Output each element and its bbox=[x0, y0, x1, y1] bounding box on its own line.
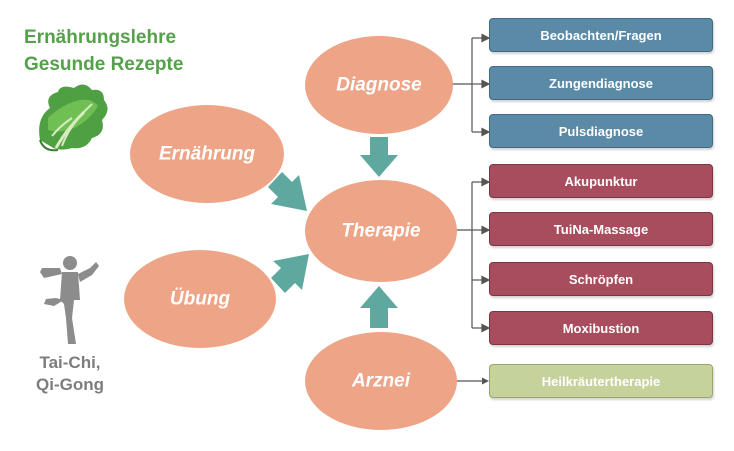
caption-qi-gong: Qi-Gong bbox=[36, 375, 104, 394]
ellipse-diagnose: Diagnose bbox=[305, 36, 453, 134]
tai-chi-figure-icon bbox=[40, 256, 99, 344]
ellipse-ernaehrung: Ernährung bbox=[130, 105, 284, 203]
box-moxibustion: Moxibustion bbox=[489, 311, 713, 345]
ellipse-arznei-label: Arznei bbox=[351, 371, 411, 392]
box-schroepfen: Schröpfen bbox=[489, 262, 713, 296]
box-heilkraeutertherapie: Heilkräutertherapie bbox=[489, 364, 713, 398]
ellipse-therapie-label: Therapie bbox=[341, 221, 421, 242]
therapy-connectors bbox=[455, 177, 491, 333]
ellipse-arznei: Arznei bbox=[305, 332, 457, 430]
ellipse-therapie: Therapie bbox=[305, 180, 457, 282]
box-beobachten-fragen: Beobachten/Fragen bbox=[489, 18, 713, 52]
arrow-ernaehrung-to-therapie bbox=[268, 172, 307, 211]
box-pulsdiagnose: Pulsdiagnose bbox=[489, 114, 713, 148]
diagnosis-connectors bbox=[452, 33, 491, 137]
ellipse-diagnose-label: Diagnose bbox=[336, 75, 422, 96]
arrow-arznei-to-therapie bbox=[360, 286, 398, 328]
box-zungendiagnose: Zungendiagnose bbox=[489, 66, 713, 100]
box-akupunktur: Akupunktur bbox=[489, 164, 713, 198]
ellipse-uebung-label: Übung bbox=[170, 289, 231, 310]
box-tuina-massage: TuiNa-Massage bbox=[489, 212, 713, 246]
title-ernaehrungslehre: Ernährungslehre bbox=[24, 27, 177, 48]
vegetable-icon bbox=[39, 84, 108, 152]
ellipse-uebung: Übung bbox=[124, 250, 276, 348]
ellipse-ernaehrung-label: Ernährung bbox=[159, 144, 255, 165]
caption-tai-chi: Tai-Chi, bbox=[39, 353, 101, 372]
subtitle-gesunde-rezepte: Gesunde Rezepte bbox=[24, 54, 184, 75]
arrow-uebung-to-therapie bbox=[271, 254, 309, 293]
arrow-diagnose-to-therapie bbox=[360, 137, 398, 177]
arznei-connector bbox=[455, 377, 489, 385]
